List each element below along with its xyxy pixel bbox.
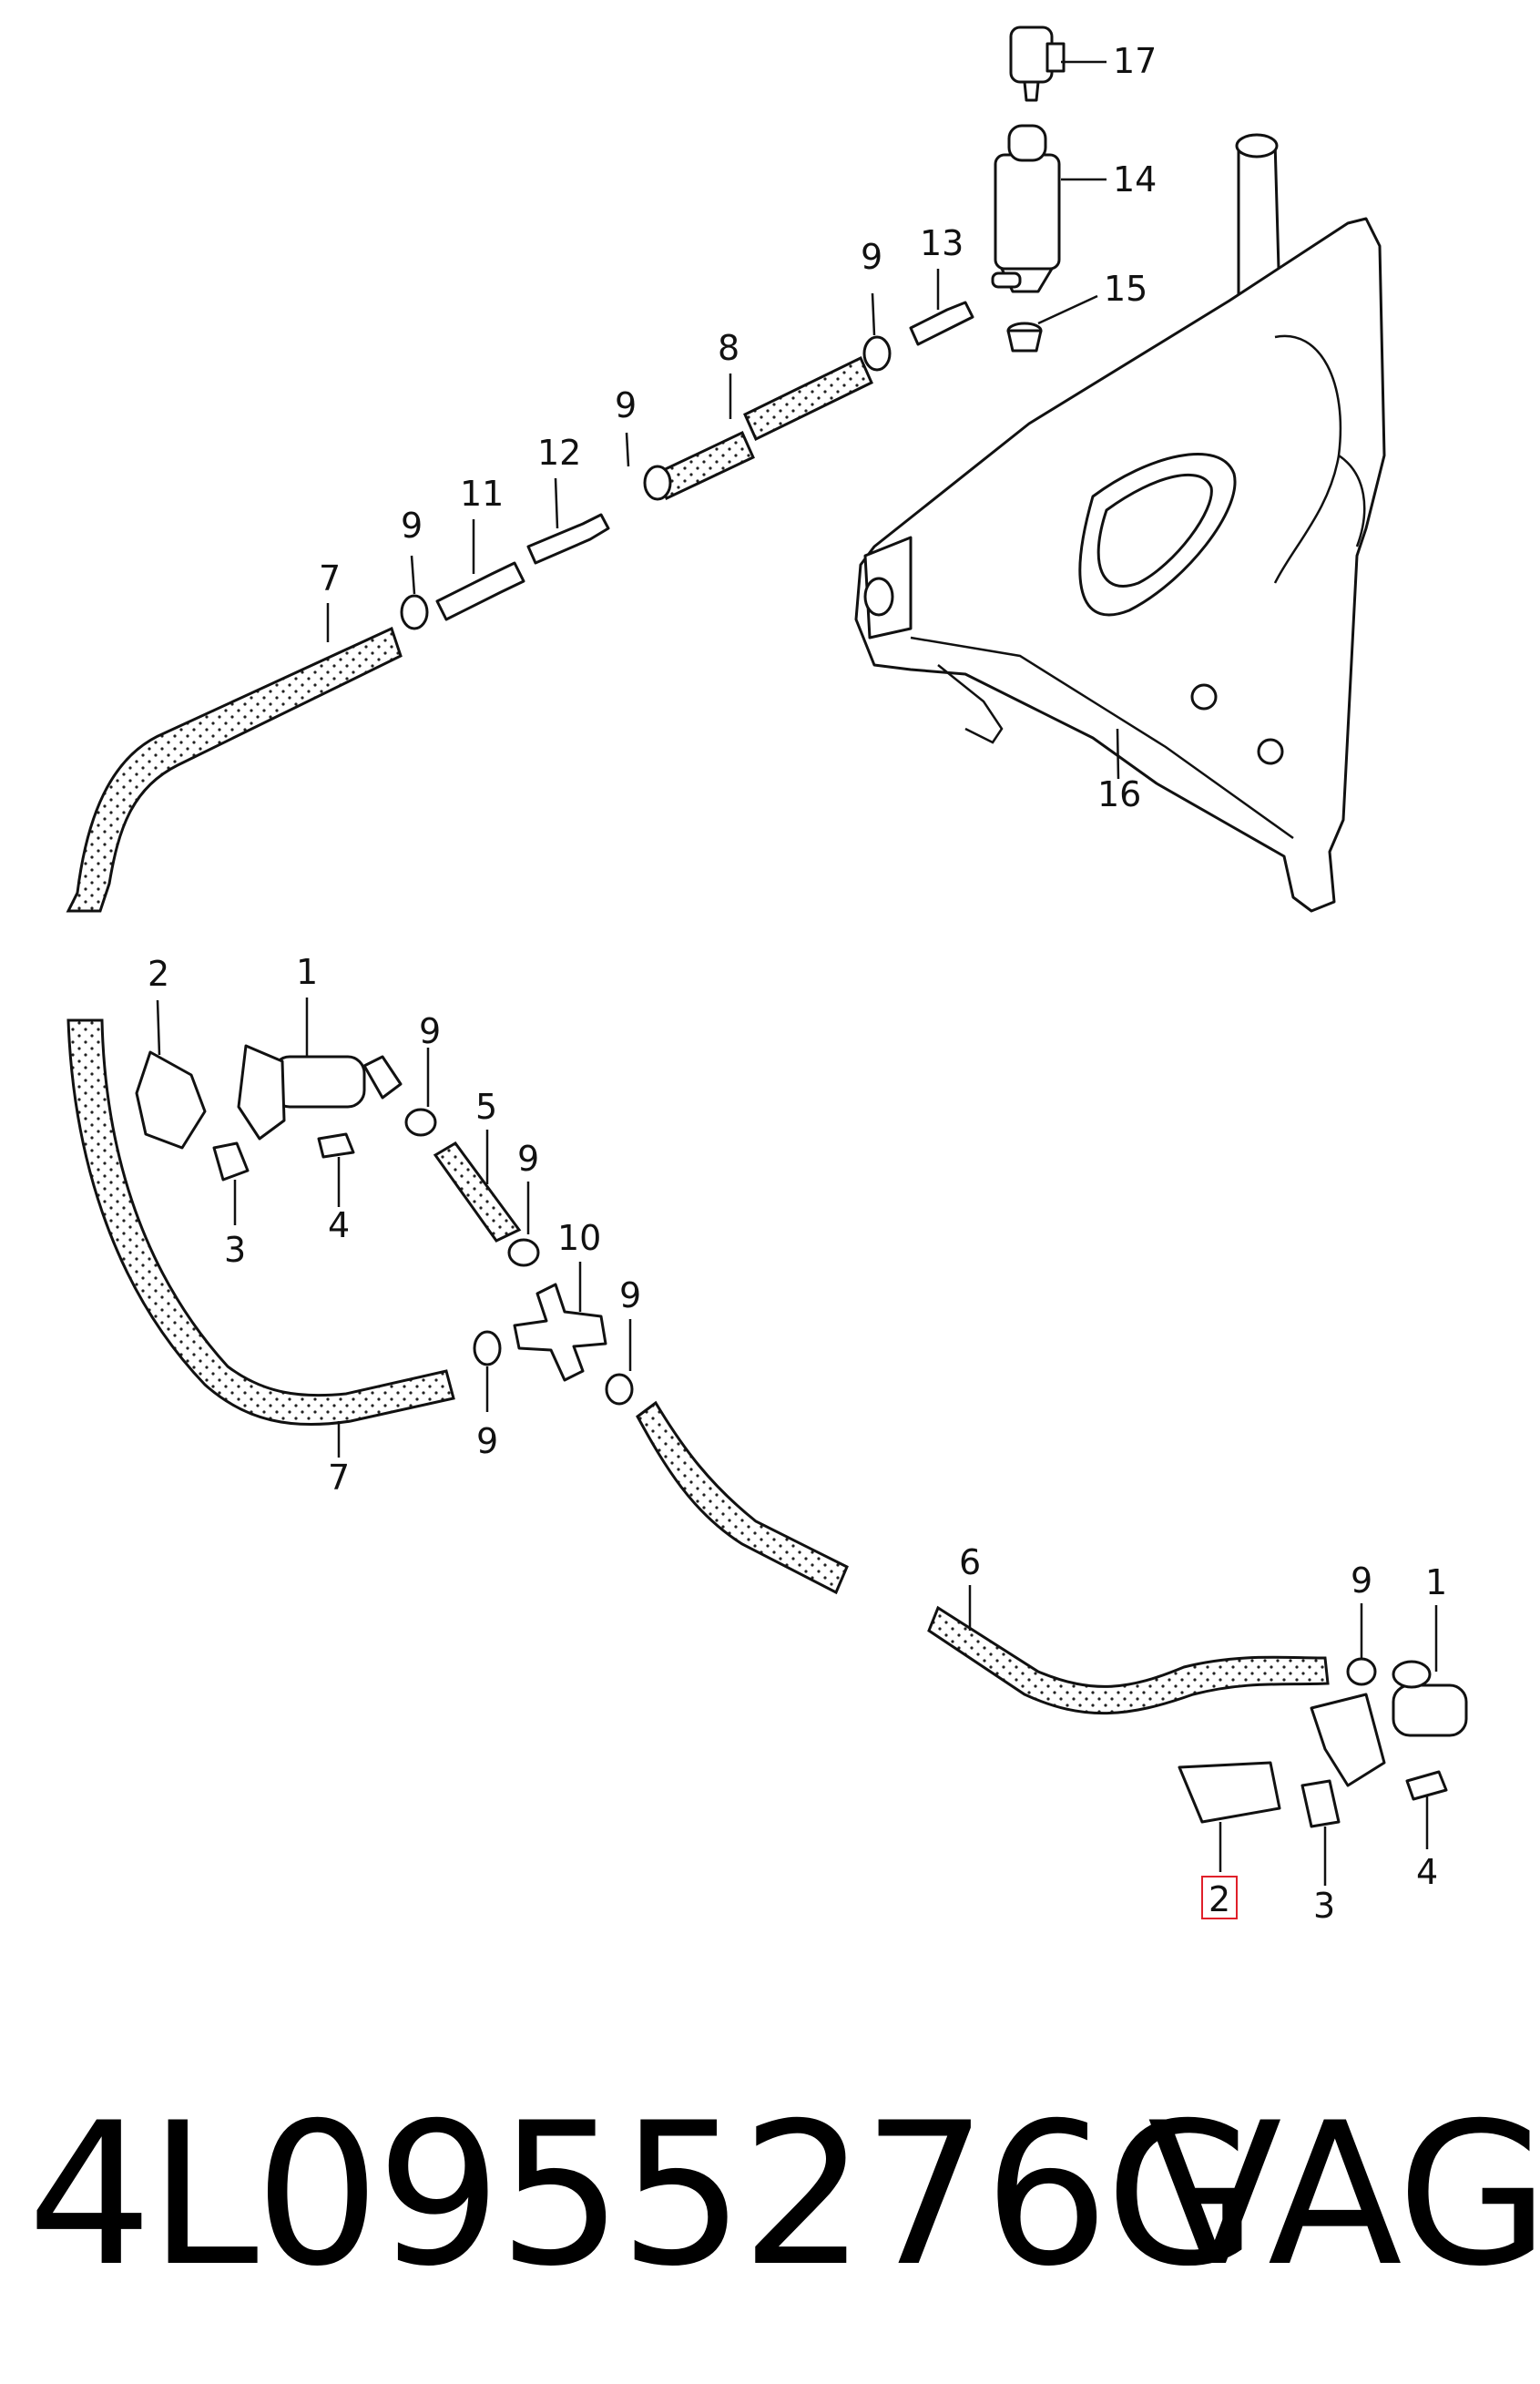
callout-6: 6 — [959, 1542, 981, 1582]
grommet — [1006, 322, 1043, 353]
callout-9: 9 — [419, 1011, 441, 1051]
callout-7: 7 — [319, 558, 341, 599]
callout-3: 3 — [1313, 1886, 1335, 1926]
callout-4: 4 — [1416, 1852, 1438, 1892]
part-number: 4L0955276G — [27, 2081, 1258, 2309]
left-nozzle-assembly — [135, 1044, 403, 1182]
callout-7: 7 — [328, 1458, 350, 1498]
callout-16: 16 — [1097, 774, 1141, 814]
callout-9: 9 — [619, 1275, 641, 1315]
callout-2-highlighted: 2 — [1209, 1879, 1230, 1919]
right-nozzle-assembly — [1178, 1660, 1468, 1828]
callout-12: 12 — [537, 433, 581, 473]
leader-lines — [156, 60, 1438, 1886]
callout-9: 9 — [401, 506, 423, 546]
callout-13: 13 — [920, 223, 964, 263]
callout-2-highlight — [1201, 1876, 1238, 1919]
callout-1: 1 — [296, 952, 318, 992]
callout-2: 2 — [148, 954, 169, 994]
callout-14: 14 — [1113, 159, 1157, 200]
callout-10: 10 — [557, 1218, 601, 1258]
hoses — [66, 355, 1330, 1715]
callout-labels: 17 14 15 13 9 8 9 12 11 9 7 16 2 1 9 5 9… — [148, 41, 1447, 1926]
callout-8: 8 — [718, 328, 739, 368]
callout-15: 15 — [1104, 269, 1147, 309]
washer-pump — [991, 26, 1066, 293]
callout-11: 11 — [460, 474, 504, 514]
parts-diagram: 17 14 15 13 9 8 9 12 11 9 7 16 2 1 9 5 9… — [66, 26, 1468, 1926]
callout-1: 1 — [1425, 1562, 1447, 1602]
callout-9: 9 — [1351, 1560, 1372, 1601]
callout-3: 3 — [224, 1230, 246, 1270]
callout-4: 4 — [328, 1205, 350, 1245]
callout-9: 9 — [615, 385, 637, 425]
brand-name: VAG — [1147, 2081, 1540, 2309]
footer-caption: 4L0955276G VAG — [27, 2045, 1540, 2346]
callout-9: 9 — [517, 1139, 539, 1179]
callout-5: 5 — [475, 1087, 497, 1127]
callout-17: 17 — [1113, 41, 1157, 81]
callout-9: 9 — [476, 1421, 498, 1461]
callout-9: 9 — [861, 237, 882, 277]
hose-connectors — [435, 301, 974, 1382]
washer-reservoir — [854, 133, 1386, 913]
hose-clamps — [400, 335, 1377, 1686]
